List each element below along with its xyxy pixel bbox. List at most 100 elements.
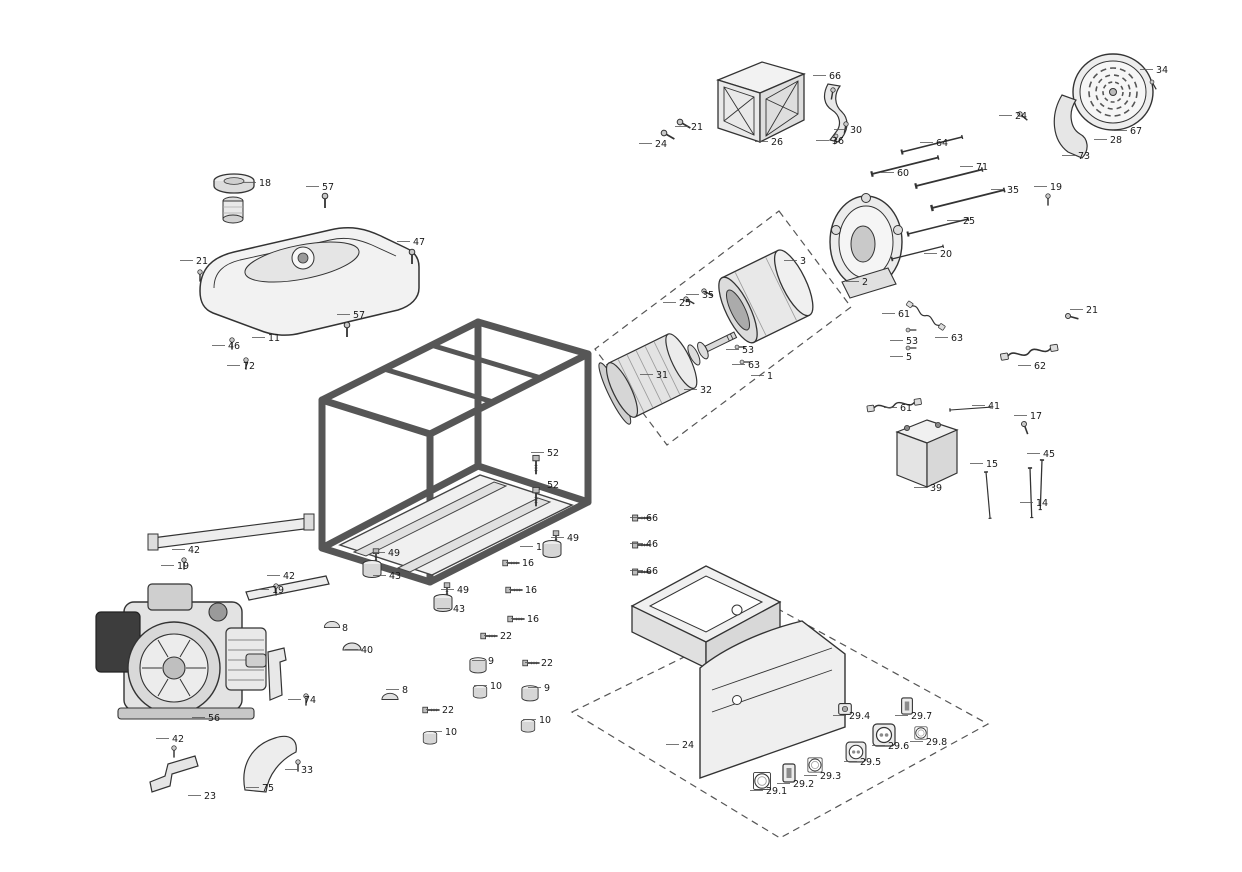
callout-60: 60 (897, 168, 909, 179)
callout-33: 33 (301, 765, 313, 776)
callout-29.3: 29.3 (820, 771, 841, 782)
callout-14: 14 (1036, 498, 1048, 509)
screw-part (1064, 312, 1080, 323)
bolt-part (504, 586, 524, 594)
callout-10: 10 (490, 681, 502, 692)
callout-31: 31 (656, 370, 668, 381)
screw-part (321, 192, 329, 209)
callout-66: 66 (646, 566, 658, 577)
control-panel (699, 620, 846, 779)
muffler-box (716, 61, 806, 144)
wire-part (866, 397, 923, 413)
bolt-part (531, 454, 541, 476)
side-bracket (267, 647, 287, 701)
callout-63: 63 (748, 360, 760, 371)
callout-26: 26 (771, 137, 783, 148)
callout-43: 43 (389, 571, 401, 582)
callout-53: 53 (906, 336, 918, 347)
screw-part (1019, 419, 1031, 436)
callout-22: 22 (500, 631, 512, 642)
callout-71: 71 (976, 162, 988, 173)
frame (318, 318, 592, 586)
callout-1: 1 (767, 371, 773, 382)
callout-29.7: 29.7 (911, 711, 932, 722)
cap-part (342, 642, 362, 651)
battery (895, 419, 959, 488)
callout-49: 49 (567, 533, 579, 544)
callout-52: 52 (547, 480, 559, 491)
callout-3: 3 (800, 256, 806, 267)
callout-53: 53 (742, 345, 754, 356)
alternator-assembly-box (594, 210, 852, 446)
callout-8: 8 (402, 685, 408, 696)
stator (718, 249, 814, 344)
wire-part (999, 343, 1059, 362)
fuel-cap (213, 173, 255, 194)
rotor (598, 331, 738, 425)
callout-75: 75 (262, 783, 274, 794)
cap-part (381, 692, 399, 701)
callout-2: 2 (862, 277, 868, 288)
callout-16: 16 (525, 585, 537, 596)
frame-base-platform (338, 474, 574, 576)
callout-16: 16 (522, 558, 534, 569)
callout-57: 57 (353, 310, 365, 321)
callout-25: 25 (679, 298, 691, 309)
screw-part (343, 321, 351, 338)
callout-19: 19 (177, 561, 189, 572)
callout-9: 9 (488, 656, 494, 667)
callout-15: 15 (986, 459, 998, 470)
callout-64: 64 (936, 138, 948, 149)
rod-part (949, 404, 991, 413)
callout-46: 46 (228, 341, 240, 352)
rod-part (930, 185, 1007, 213)
callout-20: 20 (940, 249, 952, 260)
alternator-end-cover (829, 193, 903, 299)
callout-21: 21 (196, 256, 208, 267)
callout-19: 19 (1050, 182, 1062, 193)
foot-part (520, 719, 536, 733)
engine-cross-rail (147, 513, 315, 551)
callout-22: 22 (442, 705, 454, 716)
callout-40: 40 (361, 645, 373, 656)
callout-35: 35 (1007, 185, 1019, 196)
callout-21: 21 (1086, 305, 1098, 316)
callout-57: 57 (322, 182, 334, 193)
panel-assembly-box (570, 609, 990, 839)
callout-42: 42 (172, 734, 184, 745)
callout-41: 41 (988, 401, 1000, 412)
callout-30: 30 (850, 125, 862, 136)
callout-19: 19 (272, 585, 284, 596)
callout-29.1: 29.1 (766, 786, 787, 797)
callout-9: 9 (544, 683, 550, 694)
foot-part (472, 685, 488, 699)
screw-part (905, 327, 918, 333)
foot-part (362, 560, 382, 578)
gauge-part (807, 757, 823, 773)
callout-67: 67 (1130, 126, 1142, 137)
fuel-tank (199, 227, 420, 336)
callout-29.4: 29.4 (849, 711, 870, 722)
callout-24: 24 (1015, 111, 1027, 122)
engine (95, 583, 267, 720)
callout-24: 24 (655, 139, 667, 150)
callout-73: 73 (1078, 151, 1090, 162)
callout-39: 39 (930, 483, 942, 494)
callout-61: 61 (900, 403, 912, 414)
callout-43: 43 (453, 604, 465, 615)
callout-66: 66 (829, 71, 841, 82)
callout-45: 45 (1043, 449, 1055, 460)
callout-17: 17 (1030, 411, 1042, 422)
callout-8: 8 (342, 623, 348, 634)
callout-21: 21 (691, 122, 703, 133)
rod-part (914, 165, 984, 190)
callout-29.2: 29.2 (793, 779, 814, 790)
callout-10: 10 (539, 715, 551, 726)
callout-25: 25 (963, 216, 975, 227)
callout-66: 66 (646, 513, 658, 524)
callout-29.5: 29.5 (860, 757, 881, 768)
callout-42: 42 (188, 545, 200, 556)
